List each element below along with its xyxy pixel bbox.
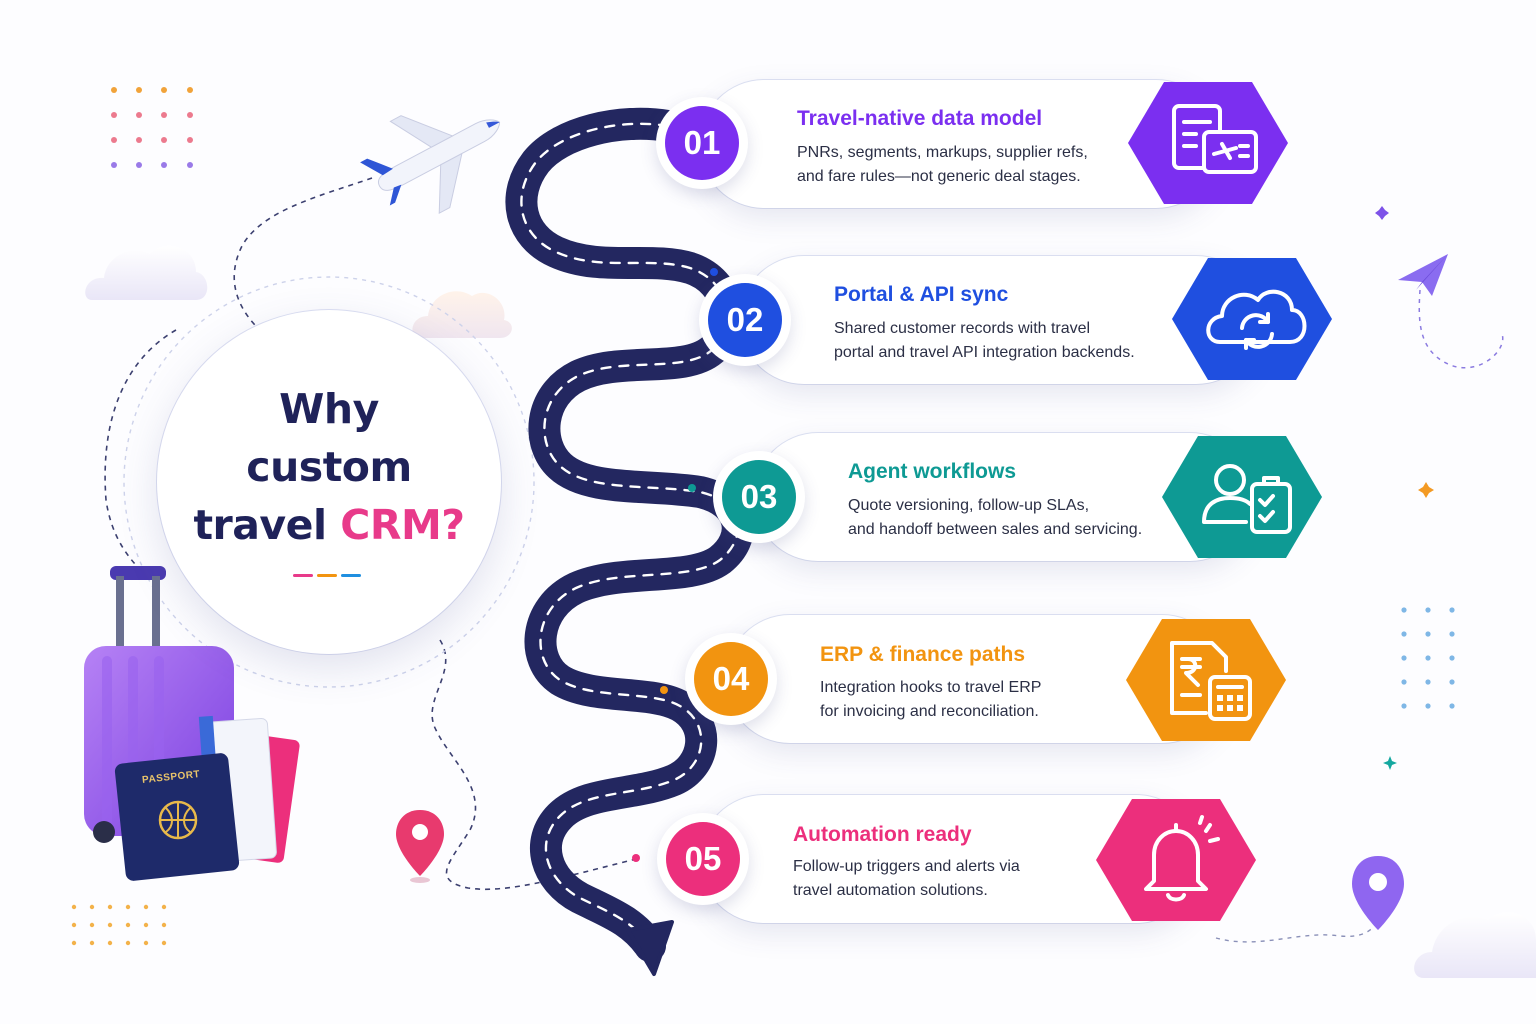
step-number-1: 01 [665, 106, 739, 180]
title-line-3-prefix: travel [193, 501, 341, 549]
title-orbit-ring [123, 276, 535, 688]
calculator-keys [1217, 695, 1243, 711]
step-desc-1: PNRs, segments, markups, supplier refs, … [797, 144, 1088, 185]
paper-plane-icon [1398, 254, 1448, 296]
step-number-3: 03 [722, 460, 796, 534]
page-title: Why custom travel CRM? [157, 380, 501, 554]
step-desc-4: Integration hooks to travel ERP for invo… [820, 679, 1042, 720]
cloud-icon [85, 245, 208, 300]
step-number-badge-2: 02 [699, 274, 791, 366]
dot-grid-top-left [111, 87, 193, 168]
title-line-2: custom [246, 443, 412, 491]
step-icon-hex-2 [1170, 254, 1334, 384]
step-number-badge-5: 05 [657, 813, 749, 905]
user-checklist-icon [1202, 464, 1292, 534]
sparkle-icon [1375, 206, 1389, 220]
location-pin-icon [396, 810, 444, 883]
title-underline-dashes [293, 564, 365, 577]
step-number-badge-3: 03 [713, 451, 805, 543]
cloud-icon [1414, 912, 1536, 978]
title-crm-highlight: CRM? [340, 501, 465, 549]
step-number-4: 04 [694, 642, 768, 716]
luggage-illustration [84, 566, 300, 881]
cloud-sync-icon [1206, 289, 1307, 350]
step-title-4: ERP & finance paths [820, 643, 1025, 666]
title-line-1: Why [279, 385, 379, 433]
step-icon-hex-4 [1124, 615, 1288, 745]
dot-grid-bottom-left [71, 904, 167, 946]
document-flight-icon [1172, 104, 1258, 174]
bell-alert-icon [1144, 815, 1220, 902]
step-title-1: Travel-native data model [797, 107, 1043, 130]
location-pin-icon [1352, 856, 1404, 930]
sparkle-icon [1383, 756, 1397, 770]
title-circle [157, 310, 501, 654]
step-title-5: Automation ready [793, 823, 972, 846]
step-number-2: 02 [708, 283, 782, 357]
plane-dashed-path [233, 177, 373, 333]
step-desc-3: Quote versioning, follow-up SLAs, and ha… [848, 497, 1143, 538]
airplane-icon [360, 115, 501, 215]
title-line-3: travel CRM? [157, 496, 501, 554]
dot-grid-right [1401, 607, 1455, 709]
sparkle-icon [1418, 482, 1434, 498]
step-desc-5: Follow-up triggers and alerts via travel… [793, 858, 1020, 899]
step-icon-hex-1 [1126, 78, 1290, 208]
step-number-badge-1: 01 [656, 97, 748, 189]
step-desc-2: Shared customer records with travel port… [834, 320, 1135, 361]
step-number-badge-4: 04 [685, 633, 777, 725]
step-title-3: Agent workflows [848, 460, 1017, 483]
step-icon-hex-3 [1160, 432, 1324, 562]
cloud-icon [412, 291, 512, 338]
step-title-2: Portal & API sync [834, 283, 1009, 306]
step-icon-hex-5 [1094, 795, 1258, 925]
step-number-5: 05 [666, 822, 740, 896]
